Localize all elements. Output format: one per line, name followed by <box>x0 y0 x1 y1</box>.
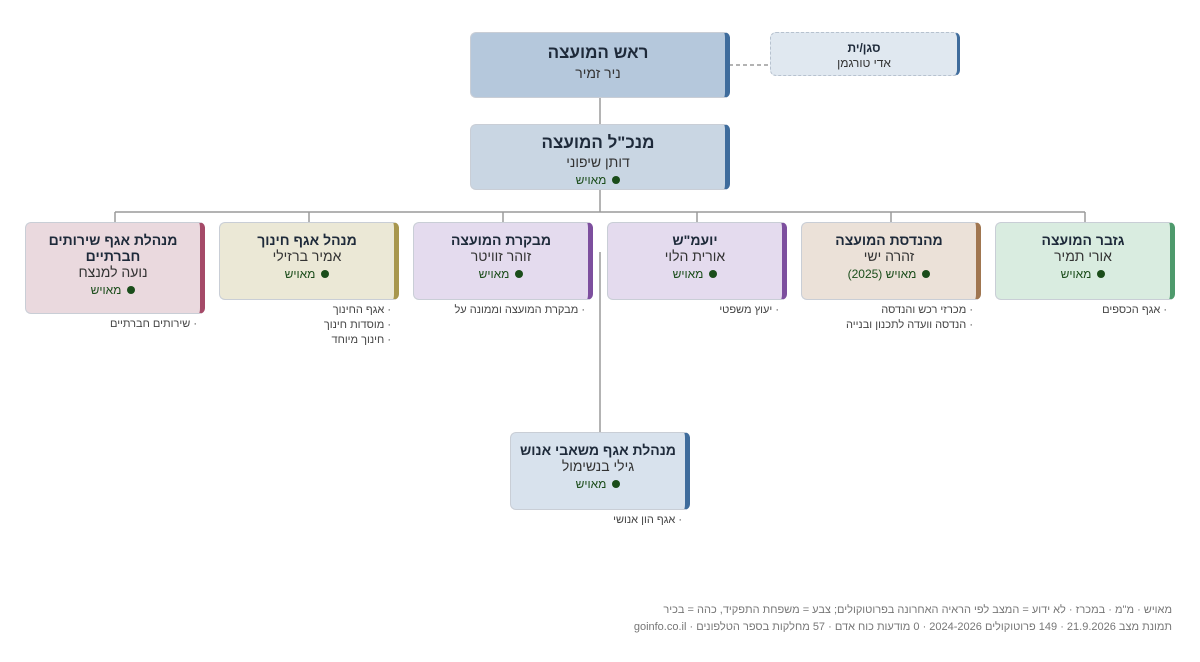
status-label: מאויש <box>1060 267 1092 281</box>
subunit-list: שירותים חברתיים <box>27 317 197 332</box>
org-node-social-services[interactable]: מנהלת אגף שירותים חברתיים נועה למנצח מאו… <box>25 222 205 314</box>
node-name: דותן שיפוני <box>566 154 630 170</box>
node-name: אורית הלוי <box>664 248 726 264</box>
status-dot-icon <box>612 480 621 488</box>
node-role: מבקרת המועצה <box>450 232 552 248</box>
node-name: אמיר ברזילי <box>272 248 342 264</box>
org-node-treasurer[interactable]: גזבר המועצה אורי תמיר מאויש <box>995 222 1175 300</box>
status-indicator: מאויש <box>220 267 394 281</box>
node-role: יועמ"ש <box>672 232 718 248</box>
status-indicator: מאויש <box>996 267 1170 281</box>
subunit-list: אגף הכספים <box>997 303 1167 318</box>
status-label: מאויש <box>575 477 607 491</box>
subunit-item: אגף הון אנושי <box>512 513 682 528</box>
node-name: נועה למנצח <box>78 264 148 280</box>
status-dot-icon <box>1097 270 1106 278</box>
node-role: מהנדסת המועצה <box>835 232 943 248</box>
status-indicator: מאויש <box>471 173 725 187</box>
status-indicator: מאויש <box>414 267 588 281</box>
node-role: מנהלת אגף משאבי אנוש <box>520 442 676 458</box>
node-role: מנהלת אגף שירותים חברתיים <box>48 232 178 264</box>
subunit-item: חינוך מיוחד <box>221 333 391 348</box>
status-label: מאויש <box>478 267 510 281</box>
status-dot-icon <box>127 286 136 294</box>
node-role: ראש המועצה <box>547 43 649 62</box>
org-node-comptroller[interactable]: מבקרת המועצה זוהר זוויטר מאויש <box>413 222 593 300</box>
org-node-ceo[interactable]: מנכ"ל המועצה דותן שיפוני מאויש <box>470 124 730 190</box>
status-label: מאויש <box>672 267 704 281</box>
status-indicator: מאויש <box>608 267 782 281</box>
node-name: ניר זמיר <box>575 65 621 81</box>
node-role: גזבר המועצה <box>1041 232 1125 248</box>
legend-line-2: תמונת מצב 21.9.2026 · 149 פרוטוקולים 202… <box>633 621 1172 633</box>
org-node-engineer[interactable]: מהנדסת המועצה זהרה ישי מאויש (2025) <box>801 222 981 300</box>
node-name: אורי תמיר <box>1054 248 1112 264</box>
status-label: מאויש (2025) <box>847 267 917 281</box>
org-node-head[interactable]: ראש המועצה ניר זמיר <box>470 32 730 98</box>
node-name: גילי בנשימול <box>561 458 635 474</box>
status-label: מאויש <box>284 267 316 281</box>
node-name: אדי טורגמן <box>837 56 891 70</box>
node-role: סגן/ית <box>847 41 881 55</box>
subunit-item: הנדסה וועדה לתכנון ובנייה <box>803 318 973 333</box>
subunit-item: יעוץ משפטי <box>609 303 779 318</box>
subunit-list: יעוץ משפטי <box>609 303 779 318</box>
org-node-education[interactable]: מנהל אגף חינוך אמיר ברזילי מאויש <box>219 222 399 300</box>
status-indicator: מאויש <box>511 477 685 491</box>
status-dot-icon <box>612 176 621 184</box>
org-node-deputy[interactable]: סגן/ית אדי טורגמן <box>770 32 960 76</box>
status-label: מאויש <box>90 283 122 297</box>
org-node-legal-advisor[interactable]: יועמ"ש אורית הלוי מאויש <box>607 222 787 300</box>
subunit-item: מבקרת המועצה וממונה על <box>415 303 585 318</box>
status-dot-icon <box>709 270 718 278</box>
node-role: מנכ"ל המועצה <box>541 133 655 152</box>
node-role: מנהל אגף חינוך <box>257 232 357 248</box>
status-dot-icon <box>321 270 330 278</box>
subunit-item: אגף החינוך <box>221 303 391 318</box>
subunit-list: אגף החינוך מוסדות חינוך חינוך מיוחד <box>221 303 391 348</box>
status-label: מאויש <box>575 173 607 187</box>
status-dot-icon <box>515 270 524 278</box>
node-name: זהרה ישי <box>863 248 915 264</box>
subunit-item: מכרזי רכש והנדסה <box>803 303 973 318</box>
node-name: זוהר זוויטר <box>470 248 532 264</box>
subunit-item: אגף הכספים <box>997 303 1167 318</box>
status-indicator: מאויש <box>26 283 200 297</box>
status-dot-icon <box>922 270 931 278</box>
subunit-list: מבקרת המועצה וממונה על <box>415 303 585 318</box>
org-node-hr[interactable]: מנהלת אגף משאבי אנוש גילי בנשימול מאויש <box>510 432 690 510</box>
subunit-item: שירותים חברתיים <box>27 317 197 332</box>
legend-line-1: מאויש · מ"מ · במכרז · לא ידוע = המצב לפי… <box>663 604 1172 616</box>
subunit-list: אגף הון אנושי <box>512 513 682 528</box>
status-indicator: מאויש (2025) <box>802 267 976 281</box>
subunit-item: מוסדות חינוך <box>221 318 391 333</box>
subunit-list: מכרזי רכש והנדסה הנדסה וועדה לתכנון ובני… <box>803 303 973 333</box>
